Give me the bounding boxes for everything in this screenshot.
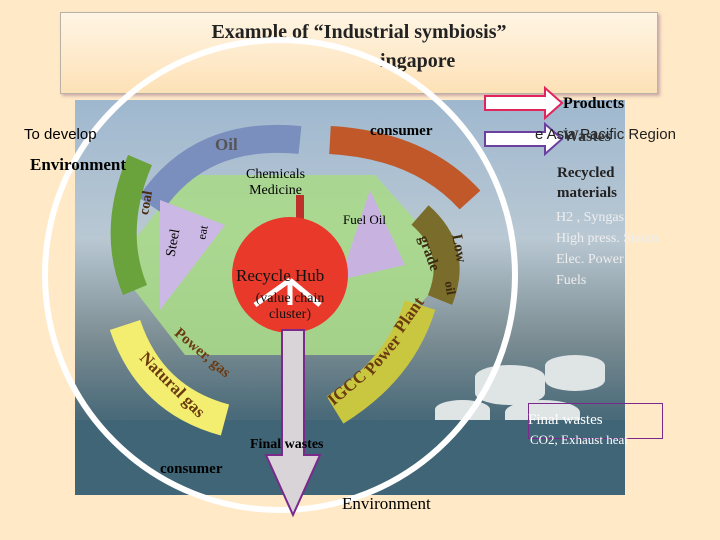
coal-arc	[110, 154, 153, 295]
consumer-bottom-label: consumer	[160, 461, 223, 477]
right-side-text: e Asia Pacific Region	[535, 126, 676, 143]
heat-label: eat	[194, 224, 211, 241]
fuel-oil-wedge	[340, 190, 405, 280]
oil-arc	[138, 124, 302, 214]
left-side-text: To develop	[24, 126, 97, 143]
consumer-arc	[329, 126, 481, 210]
wastes-legend-label: Wastes	[563, 128, 611, 145]
recycled-item: Fuels	[556, 273, 587, 288]
chemicals-text: Chemicals	[246, 167, 306, 182]
diagram-subtitle: ingapore	[380, 50, 456, 72]
oil-small-label: oil	[441, 279, 459, 296]
consumer-top-label: consumer	[370, 123, 433, 139]
environment-bottom-label: Environment	[342, 494, 431, 513]
recycled-item: H2 , Syngas	[556, 210, 625, 225]
hub-subtitle-label: (value chain cluster)	[255, 291, 325, 322]
recycled-line2: materials	[557, 185, 617, 201]
final-wastes-right-label: Final wastes	[528, 412, 603, 428]
recycled-line1: Recycled	[557, 165, 615, 181]
wastes-arrow-icon	[484, 121, 564, 157]
products-legend-label: Products	[563, 95, 625, 112]
chemicals-label: Chemicals Medicine	[246, 167, 305, 199]
environment-left-label: Environment	[30, 155, 127, 174]
final-wastes-arrow	[264, 329, 322, 518]
outer-ring	[42, 37, 518, 513]
recycled-materials-title: Recycled materials	[557, 163, 617, 203]
products-arrow-icon	[484, 85, 564, 121]
natural-gas-band	[109, 319, 230, 436]
final-wastes-box	[528, 403, 663, 439]
final-wastes-detail: CO2, Exhaust heat	[530, 432, 628, 447]
recycled-item: High press. Steam	[556, 231, 659, 246]
hub-spokes	[253, 277, 322, 308]
recycle-hub-label: Recycle Hub	[236, 266, 325, 285]
medicine-text: Medicine	[249, 183, 302, 198]
final-wastes-center-label: Final wastes	[250, 437, 324, 452]
igcc-band	[326, 299, 436, 424]
oil-label: Oil	[215, 135, 238, 154]
steel-wedge	[160, 200, 225, 310]
recycled-item: Elec. Power	[556, 252, 624, 267]
fuel-oil-label: Fuel Oil	[343, 212, 386, 227]
low-grade-arc	[411, 205, 460, 305]
recycled-materials-list: H2 , Syngas High press. Steam Elec. Powe…	[556, 207, 658, 291]
